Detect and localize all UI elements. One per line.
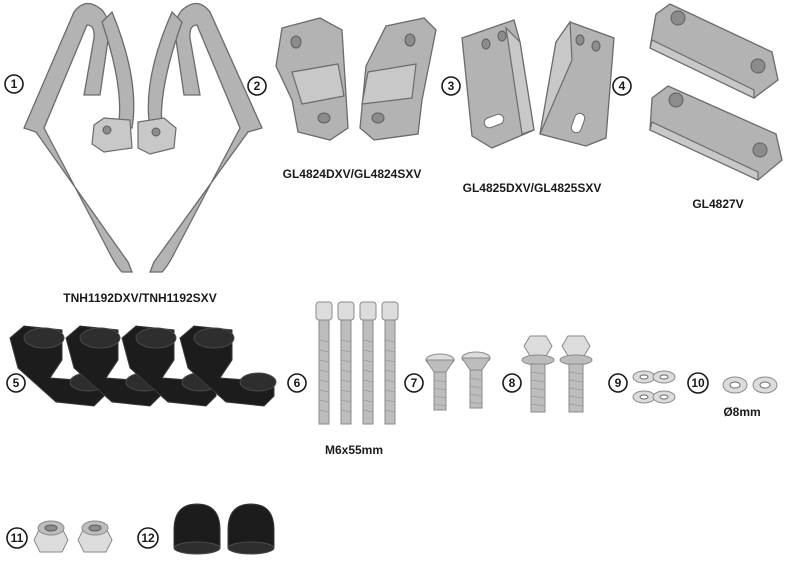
callout-12-number: 12 [141, 531, 155, 545]
callout-12: 12 [137, 527, 159, 549]
part-8-hex-bolts [521, 335, 593, 413]
label-washer-size: Ø8mm [723, 405, 760, 419]
callout-3-number: 3 [448, 79, 455, 93]
callout-6: 6 [287, 373, 307, 393]
part-12-caps [173, 503, 275, 555]
callout-11-number: 11 [11, 531, 24, 545]
callout-7: 7 [404, 373, 424, 393]
plates-gl4827 [649, 3, 783, 181]
callout-2: 2 [247, 76, 267, 96]
part-2-brackets [275, 17, 437, 141]
callout-5-number: 5 [13, 376, 20, 390]
callout-9-number: 9 [615, 376, 622, 390]
callout-9: 9 [608, 373, 628, 393]
part-6-long-bolts [315, 301, 399, 425]
part-7-countersunk-screws [425, 351, 491, 411]
part-3-bracket [461, 19, 535, 149]
callout-3: 3 [441, 76, 461, 96]
part-10-spring-washers [722, 376, 778, 394]
part-4-bracket [539, 20, 615, 147]
callout-1-number: 1 [11, 77, 18, 91]
callout-10: 10 [687, 372, 709, 394]
callout-8-number: 8 [509, 376, 516, 390]
part-9-washers [632, 370, 676, 404]
callout-5: 5 [6, 373, 26, 393]
callout-4-number: 4 [619, 79, 626, 93]
part-5-clamps [9, 325, 277, 407]
label-brackets-3-4-code: GL4825DXV/GL4825SXV [463, 181, 602, 195]
label-plates-code: GL4827V [692, 197, 743, 211]
part-11-nuts [33, 520, 113, 553]
label-brackets-2-code: GL4824DXV/GL4824SXV [283, 167, 422, 181]
callout-8: 8 [502, 373, 522, 393]
callout-7-number: 7 [411, 376, 418, 390]
callout-1: 1 [4, 74, 24, 94]
callout-4: 4 [612, 76, 632, 96]
label-bolt-size: M6x55mm [325, 443, 383, 457]
part-1-tubular-bars [23, 2, 263, 273]
callout-2-number: 2 [254, 79, 261, 93]
label-bars-code: TNH1192DXV/TNH1192SXV [63, 291, 216, 305]
callout-10-number: 10 [691, 376, 705, 390]
callout-6-number: 6 [294, 376, 301, 390]
callout-11: 11 [6, 527, 28, 549]
